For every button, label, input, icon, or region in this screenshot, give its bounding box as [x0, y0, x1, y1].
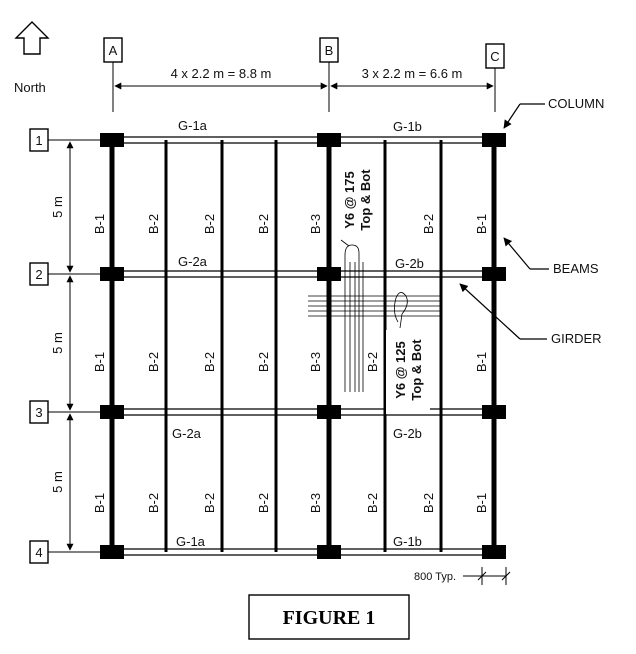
column-width-tick — [501, 571, 511, 581]
north-arrow-icon — [14, 21, 50, 55]
girder-label: G-1b — [393, 119, 422, 134]
column-b1 — [317, 133, 341, 147]
dim-2-3-label: 5 m — [50, 332, 65, 354]
beam-label: B-2 — [421, 493, 436, 513]
rebar-note-bg — [386, 330, 430, 414]
beam-label: B-1 — [474, 352, 489, 372]
girder-label: G-1b — [393, 534, 422, 549]
svg-text:A: A — [109, 43, 118, 58]
beam-label: B-2 — [146, 352, 161, 372]
beam-label: B-2 — [202, 214, 217, 234]
girder-row-4 — [112, 548, 494, 556]
dim-ab-label: 4 x 2.2 m = 8.8 m — [171, 66, 272, 81]
beam-label: B-2 — [256, 493, 271, 513]
beam-label: B-1 — [92, 493, 107, 513]
north-label: North — [14, 80, 46, 95]
column-c2 — [482, 267, 506, 281]
column-c1 — [482, 133, 506, 147]
grid-tag-4: 4 — [29, 540, 49, 564]
beam-label: B-2 — [365, 493, 380, 513]
grid-tag-3: 3 — [29, 400, 49, 424]
column-b3 — [317, 405, 341, 419]
grid-tag-a: A — [103, 37, 123, 63]
beam-label: B-2 — [202, 352, 217, 372]
girder-row-1 — [112, 136, 494, 144]
rebar-bars-horizontal — [308, 292, 440, 329]
beam-label: B-1 — [92, 352, 107, 372]
callout-beams-leader — [503, 237, 531, 270]
column-a2 — [100, 267, 124, 281]
svg-text:4: 4 — [35, 545, 42, 560]
callout-column: COLUMN — [548, 96, 604, 111]
column-c4 — [482, 545, 506, 559]
column-a3 — [100, 405, 124, 419]
columns — [100, 133, 506, 559]
grid-tag-b: B — [319, 37, 339, 63]
girder-label: G-2a — [178, 254, 208, 269]
girder-row-2 — [112, 270, 494, 278]
column-a1 — [100, 133, 124, 147]
svg-text:C: C — [490, 49, 499, 64]
beam-label: B-2 — [202, 493, 217, 513]
column-a4 — [100, 545, 124, 559]
rebar-note-bg — [336, 150, 380, 242]
beam-label: B-3 — [308, 352, 323, 372]
figure-title-box — [248, 594, 410, 640]
dim-3-4-label: 5 m — [50, 471, 65, 493]
beam-label: B-1 — [474, 493, 489, 513]
girder-label: G-2b — [393, 426, 422, 441]
svg-text:3: 3 — [35, 405, 42, 420]
girder-label: G-1a — [176, 534, 206, 549]
dim-1-2-label: 5 m — [50, 196, 65, 218]
beam-label: B-1 — [92, 214, 107, 234]
grid-tag-1: 1 — [29, 128, 49, 152]
girder-label: G-2a — [172, 426, 202, 441]
beam-label: B-2 — [256, 352, 271, 372]
girder-label: G-1a — [178, 118, 208, 133]
dim-bc-label: 3 x 2.2 m = 6.6 m — [362, 66, 463, 81]
callout-girder-leader — [459, 283, 521, 340]
svg-text:2: 2 — [35, 267, 42, 282]
girders — [112, 136, 494, 556]
column-width-label: 800 Typ. — [414, 571, 456, 583]
grid-tag-c: C — [485, 43, 505, 69]
svg-text:1: 1 — [35, 133, 42, 148]
beam-label: B-3 — [308, 214, 323, 234]
beam-label: B-2 — [365, 352, 380, 372]
girder-row-3 — [112, 408, 494, 416]
beam-label: B-2 — [146, 493, 161, 513]
figure-title: FIGURE 1 — [283, 607, 376, 629]
column-width-tick — [477, 571, 487, 581]
column-b2 — [317, 267, 341, 281]
rebar-note-mid-line2: Top & Bot — [409, 339, 424, 401]
callout-column-leader — [503, 103, 521, 129]
callout-beams: BEAMS — [553, 261, 599, 276]
rebar-note-top-line2: Top & Bot — [358, 169, 373, 231]
girder-label: G-2b — [395, 256, 424, 271]
column-b4 — [317, 545, 341, 559]
svg-text:B: B — [325, 43, 334, 58]
grid-tag-2: 2 — [29, 262, 49, 286]
beam-label: B-1 — [474, 214, 489, 234]
beams — [109, 140, 497, 552]
rebar-note-top-line1: Y6 @ 175 — [342, 171, 357, 229]
rebar-note-mid-line1: Y6 @ 125 — [393, 341, 408, 399]
beam-label: B-2 — [421, 214, 436, 234]
beam-label: B-2 — [146, 214, 161, 234]
column-c3 — [482, 405, 506, 419]
rebar-bars-vertical — [340, 239, 364, 392]
beam-label: B-2 — [256, 214, 271, 234]
callout-girder: GIRDER — [551, 331, 602, 346]
beam-label: B-3 — [308, 493, 323, 513]
